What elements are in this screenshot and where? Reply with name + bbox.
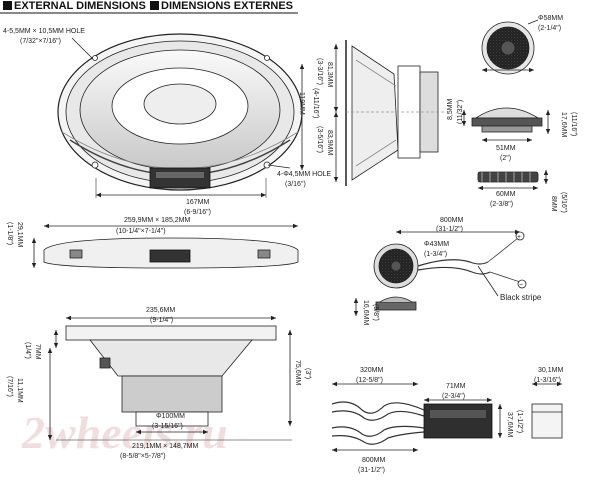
side2-h1-in: (1/4") bbox=[24, 342, 31, 359]
woofer-side-bottom-view bbox=[47, 315, 293, 441]
tweeter-dia-in: (2-1/4") bbox=[538, 25, 561, 32]
tweeter-side-width-in: (2") bbox=[500, 155, 511, 162]
crossover-depth-mm: 30,1MM bbox=[538, 367, 563, 374]
side2-width-mm: 235,6MM bbox=[146, 307, 175, 314]
header-title-fr: DIMENSIONS EXTERNES bbox=[150, 0, 293, 12]
front-width-in: (6-9/16") bbox=[184, 209, 211, 216]
bolt-hole-mm: 4-Φ4,5MM HOLE bbox=[277, 171, 332, 178]
side2-h2-in: (7/16") bbox=[6, 376, 13, 397]
bracket-width-mm: 60MM bbox=[496, 191, 516, 198]
tweeter-wire-depth-in: (5/8") bbox=[372, 304, 379, 321]
top-size-in: (10-1/4"×7-1/4") bbox=[116, 228, 166, 235]
tweeter-height-mm: 17,6MM bbox=[560, 112, 567, 137]
crossover-out-len-mm: 800MM bbox=[362, 457, 386, 464]
side2-depth-mm: 75,6MM bbox=[294, 360, 301, 385]
square-bullet-icon bbox=[3, 1, 12, 10]
title-en-text: EXTERNAL DIMENSIONS bbox=[14, 0, 146, 12]
tweeter-depth-mm: 8,5MM bbox=[447, 98, 454, 120]
side-overall-mm: 81,3MM bbox=[326, 62, 333, 87]
crossover-depth-in: (1-3/16") bbox=[534, 377, 561, 384]
tweeter-wire-dia-mm: Φ43MM bbox=[424, 241, 449, 248]
side2-h1-mm: 7MM bbox=[34, 344, 41, 360]
square-bullet-icon bbox=[150, 1, 159, 10]
front-width-mm: 167MM bbox=[186, 199, 210, 206]
tweeter-wire-view bbox=[353, 229, 527, 316]
terminal-plus-label: + bbox=[517, 234, 521, 241]
woofer-front-view bbox=[57, 33, 303, 191]
terminal-minus-label: − bbox=[519, 282, 523, 289]
bracket-height-in: (5/16") bbox=[560, 192, 567, 213]
tweeter-wire-len-in: (31-1/2") bbox=[436, 226, 463, 233]
magnet-dia-mm: Φ100MM bbox=[156, 413, 185, 420]
front-height-mm: 119MM bbox=[298, 92, 305, 115]
side-mount-mm: 83,9MM bbox=[326, 130, 333, 155]
tweeter-dia-mm: Φ58MM bbox=[538, 15, 563, 22]
crossover-box-h-in: (1-1/2") bbox=[516, 410, 523, 433]
cutout-size-mm: 219,1MM × 148,7MM bbox=[132, 443, 199, 450]
side-mount-in: (3-5/16") bbox=[316, 126, 323, 153]
tweeter-depth-in: (11/32") bbox=[457, 100, 464, 124]
tweeter-wire-len-mm: 800MM bbox=[440, 217, 464, 224]
side-overall-in: (3-3/16") bbox=[316, 58, 323, 85]
tweeter-bracket-view bbox=[477, 170, 549, 191]
top-height-mm: 29,1MM bbox=[16, 222, 23, 247]
tweeter-wire-depth-mm: 16,6MM bbox=[362, 300, 369, 325]
black-stripe-label: Black stripe bbox=[500, 293, 542, 302]
crossover-box-w-mm: 71MM bbox=[446, 383, 466, 390]
hole-size-mm: 4-5,5MM × 10,5MM HOLE bbox=[3, 28, 85, 35]
crossover-view bbox=[331, 381, 563, 453]
top-height-in: (1-1/8") bbox=[6, 222, 13, 245]
header-title-en: EXTERNAL DIMENSIONS bbox=[3, 0, 146, 12]
side2-h2-mm: 11,1MM bbox=[16, 378, 23, 403]
bracket-width-in: (2-3/8") bbox=[490, 201, 513, 208]
bracket-height-mm: 8MM bbox=[550, 196, 557, 212]
side2-depth-in: (3") bbox=[304, 368, 311, 379]
tweeter-wire-dia-in: (1-3/4") bbox=[424, 251, 447, 258]
hole-size-in: (7/32"×7/16") bbox=[20, 38, 61, 45]
crossover-box-w-in: (2-3/4") bbox=[442, 393, 465, 400]
tweeter-side-view bbox=[461, 107, 551, 143]
side2-width-in: (9-1/4") bbox=[150, 317, 173, 324]
woofer-top-view bbox=[31, 223, 299, 269]
crossover-in-len-mm: 320MM bbox=[360, 367, 384, 374]
magnet-dia-in: (3-15/16") bbox=[152, 423, 183, 430]
tweeter-front-view bbox=[481, 19, 539, 75]
tweeter-side-width-mm: 51MM bbox=[496, 145, 516, 152]
crossover-in-len-in: (12-5/8") bbox=[356, 377, 383, 384]
cutout-size-in: (8-5/8"×5-7/8") bbox=[120, 453, 166, 460]
woofer-side-view bbox=[345, 40, 446, 186]
crossover-out-len-in: (31-1/2") bbox=[358, 467, 385, 474]
front-height-in: (4-11/16") bbox=[312, 88, 319, 118]
title-fr-text: DIMENSIONS EXTERNES bbox=[161, 0, 294, 12]
top-size-mm: 259,9MM × 185,2MM bbox=[124, 217, 191, 224]
bolt-hole-in: (3/16") bbox=[285, 181, 306, 188]
crossover-box-h-mm: 37,6MM bbox=[506, 412, 513, 437]
woofer-front-labels: 4-5,5MM × 10,5MM HOLE (7/32"×7/16") 4-Φ4… bbox=[3, 28, 332, 216]
tweeter-height-in: (11/16") bbox=[570, 112, 577, 136]
